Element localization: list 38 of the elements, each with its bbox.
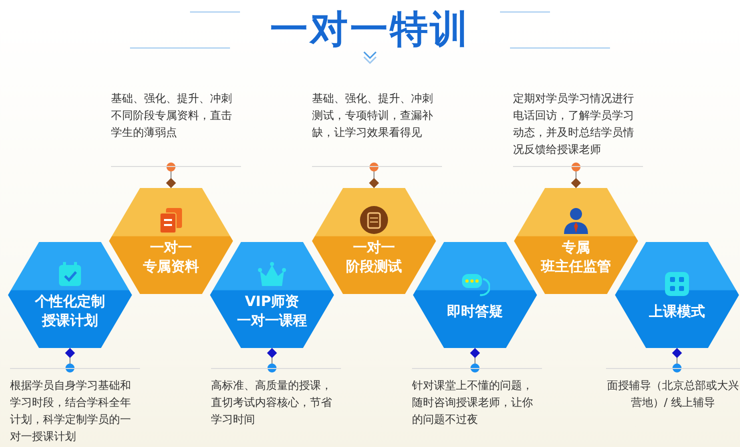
hexagon-box <box>109 188 233 294</box>
description-text: 根据学员自身学习基础和学习时段，结合学科全年计划，科学定制学员的一对一授课计划 <box>10 378 132 445</box>
node-title: 一对一 <box>353 239 395 258</box>
hexagon-box <box>210 242 334 348</box>
description-text: 基础、强化、提升、冲刺不同阶段专属资料，直击学生的薄弱点 <box>111 91 233 141</box>
title: 一对一特训 <box>270 7 470 51</box>
description-block <box>312 90 442 167</box>
leader-line <box>267 348 277 372</box>
node-title: 一对一课程 <box>237 312 307 331</box>
hexagon-box <box>8 242 132 348</box>
node-title: 阶段测试 <box>346 258 402 277</box>
hexagon-box <box>514 188 638 294</box>
node-title: 个性化定制 <box>35 293 105 312</box>
node-title: 即时答疑 <box>447 302 503 322</box>
node-title: 一对一 <box>150 239 192 258</box>
leader-line <box>470 348 480 372</box>
description-block <box>513 90 643 167</box>
description-text: 定期对学员学习情况进行电话回访，了解学员学习动态，并及时总结学员情况反馈给授课老师 <box>513 91 635 158</box>
node-title: 上课模式 <box>649 302 705 322</box>
description-block <box>606 368 740 411</box>
leader-line <box>65 348 75 372</box>
leader-line <box>571 162 581 188</box>
description-text: 基础、强化、提升、冲刺测试，专项特训，查漏补缺，让学习效果看得见 <box>312 91 434 141</box>
hexagon-box <box>312 188 436 294</box>
description-block <box>111 90 241 167</box>
leader-line <box>369 162 379 188</box>
hexagon-box <box>413 242 537 348</box>
description-text: 针对课堂上不懂的问题，随时咨询授课老师，让你的问题不过夜 <box>412 378 534 428</box>
node-title: 授课计划 <box>42 312 98 331</box>
node-title: 专属 <box>562 239 590 258</box>
hexagon-box <box>615 242 739 348</box>
description-text: 高标准、高质量的授课，直切考试内容核心，节省学习时间 <box>211 378 333 428</box>
leader-line <box>672 348 682 372</box>
node-title: VIP师资 <box>244 293 300 312</box>
leader-line <box>166 162 176 188</box>
description-text: 面授辅导（北京总部或大兴营地）/ 线上辅导 <box>606 378 740 411</box>
node-title: 班主任监管 <box>541 258 611 277</box>
node-title: 专属资料 <box>143 258 199 277</box>
